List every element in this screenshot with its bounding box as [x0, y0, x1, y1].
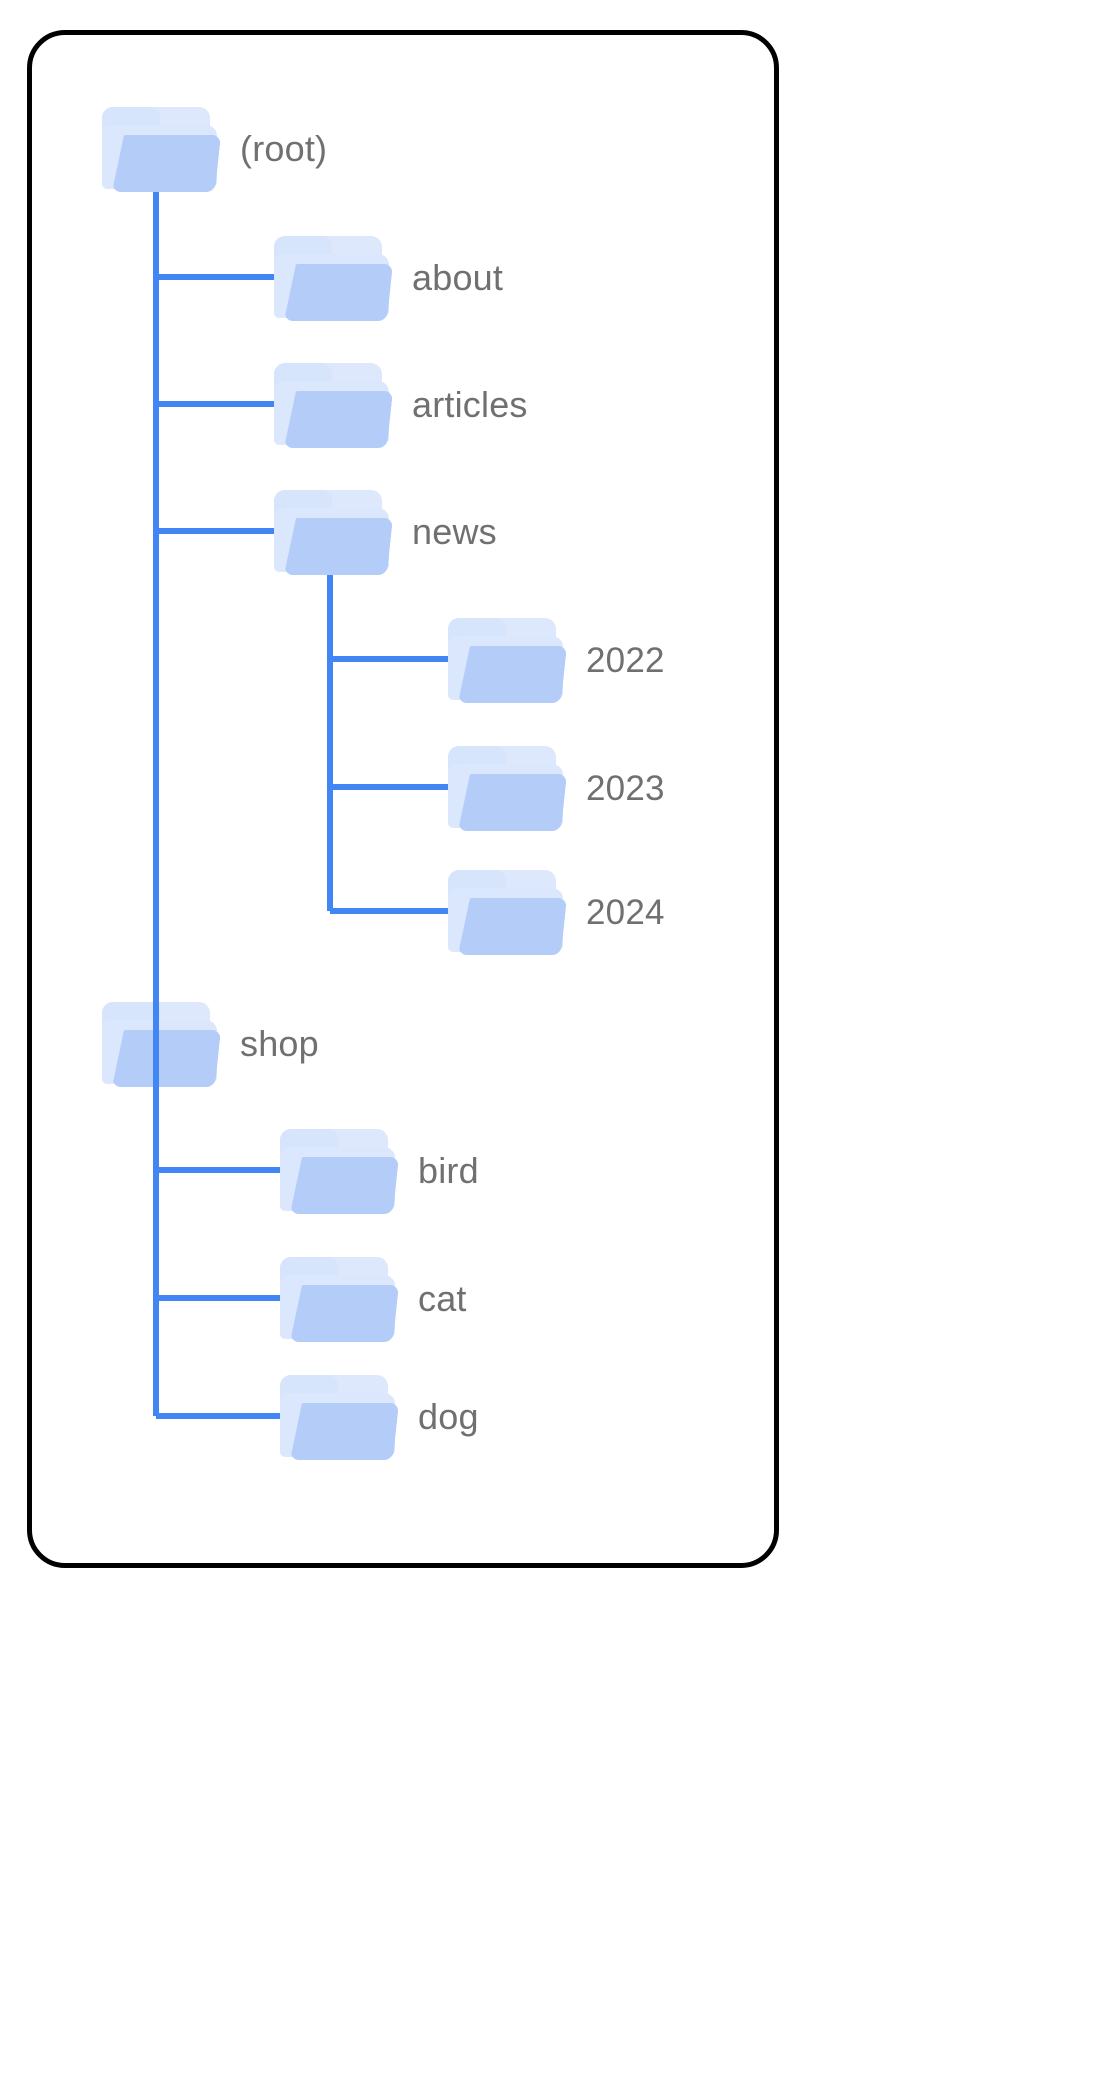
folder-icon — [272, 486, 392, 578]
tree-node-label: cat — [418, 1278, 467, 1319]
tree-node-articles[interactable]: articles — [272, 359, 528, 451]
tree-node-bird[interactable]: bird — [278, 1125, 479, 1217]
folder-icon — [272, 232, 392, 324]
wire-root-trunk-overlay — [153, 998, 159, 1088]
tree-node-label: news — [412, 511, 497, 552]
tree-node-label: bird — [418, 1150, 479, 1191]
folder-icon — [278, 1253, 398, 1345]
tree-node-label: 2022 — [586, 640, 665, 680]
folder-icon — [446, 742, 566, 834]
tree-node-dog[interactable]: dog — [278, 1371, 479, 1463]
diagram-card — [27, 30, 779, 1568]
tree-node-label: shop — [240, 1023, 319, 1064]
tree-node-about[interactable]: about — [272, 232, 503, 324]
tree-node-2022[interactable]: 2022 — [446, 614, 665, 706]
tree-node-label: articles — [412, 384, 528, 425]
tree-node-shop[interactable]: shop — [100, 998, 319, 1090]
tree-node-news[interactable]: news — [272, 486, 497, 578]
folder-icon — [278, 1371, 398, 1463]
folder-icon — [446, 614, 566, 706]
folder-icon — [272, 359, 392, 451]
folder-icon — [100, 998, 220, 1090]
tree-node-2024[interactable]: 2024 — [446, 866, 665, 958]
tree-node-label: (root) — [240, 128, 328, 169]
tree-node-2023[interactable]: 2023 — [446, 742, 665, 834]
tree-node-root[interactable]: (root) — [100, 103, 327, 195]
folder-icon — [446, 866, 566, 958]
tree-node-label: 2023 — [586, 768, 665, 808]
folder-icon — [100, 103, 220, 195]
tree-node-label: 2024 — [586, 892, 665, 932]
tree-node-cat[interactable]: cat — [278, 1253, 467, 1345]
folder-icon — [278, 1125, 398, 1217]
tree-node-label: dog — [418, 1396, 479, 1437]
tree-node-label: about — [412, 257, 504, 298]
